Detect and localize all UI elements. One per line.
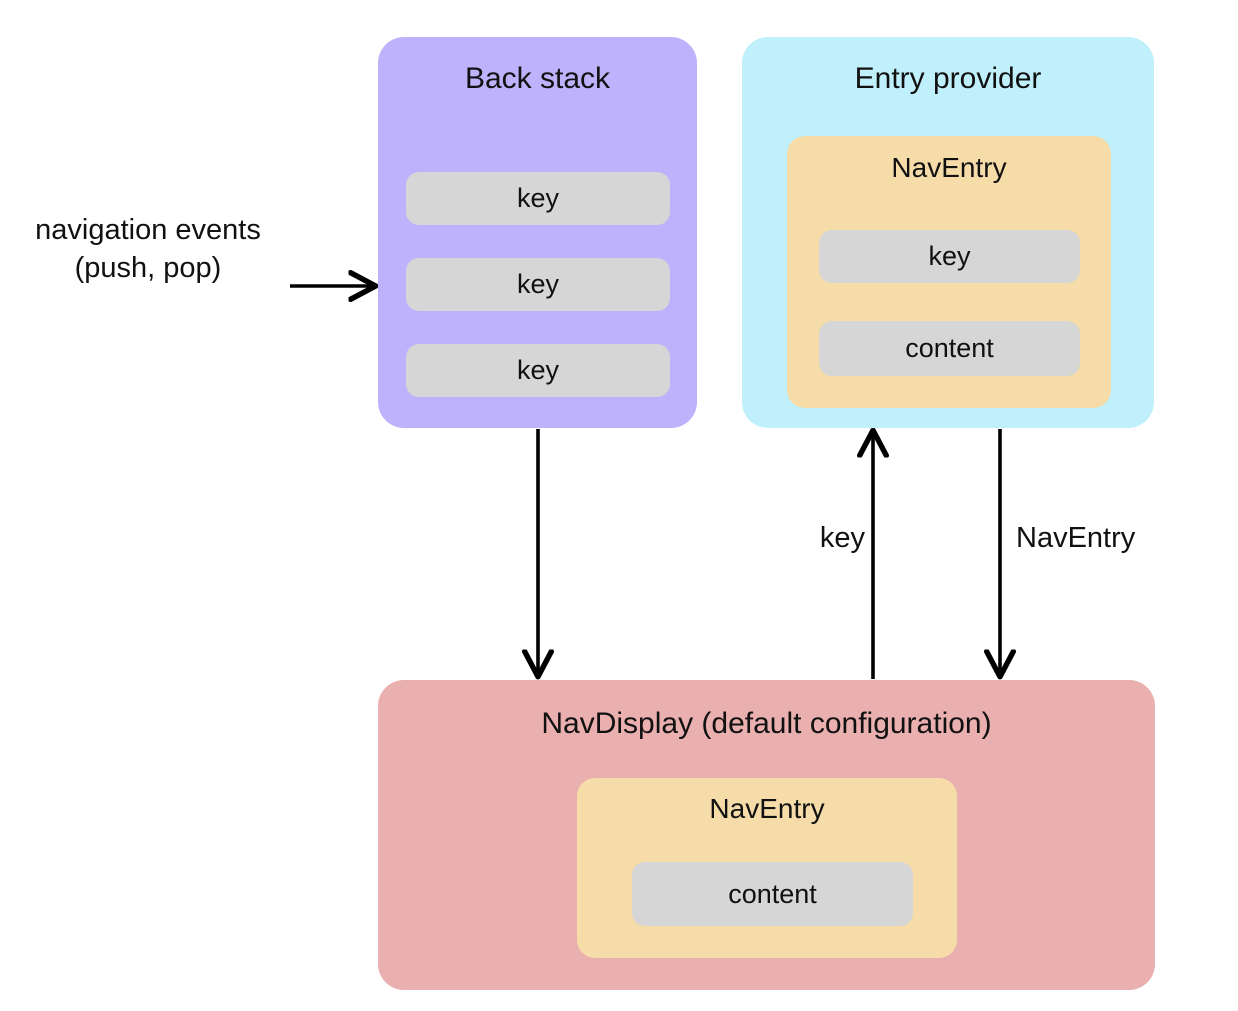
nav-entry-title: NavEntry (891, 152, 1007, 183)
arrow-key-label: key (819, 522, 865, 554)
navigation-events-line1: navigation events (35, 214, 261, 246)
navigation-events-label: navigation events (push, pop) (8, 212, 288, 287)
nav-display-title: NavDisplay (default configuration) (541, 707, 992, 740)
back-stack-key-item[interactable]: key (406, 344, 670, 397)
arrow-naventry-label: NavEntry (1016, 522, 1136, 554)
back-stack-key-item[interactable]: key (406, 258, 670, 311)
back-stack-title: Back stack (464, 62, 611, 95)
nav-entry-key-field[interactable]: key (819, 230, 1080, 283)
nav-entry-title: NavEntry (709, 793, 825, 824)
nav-entry-content-field[interactable]: content (819, 321, 1080, 376)
nav-entry-content-field[interactable]: content (632, 862, 913, 926)
back-stack-key-item[interactable]: key (406, 172, 670, 225)
entry-provider-title: Entry provider (854, 62, 1042, 95)
navigation-events-line2: (push, pop) (74, 251, 222, 284)
